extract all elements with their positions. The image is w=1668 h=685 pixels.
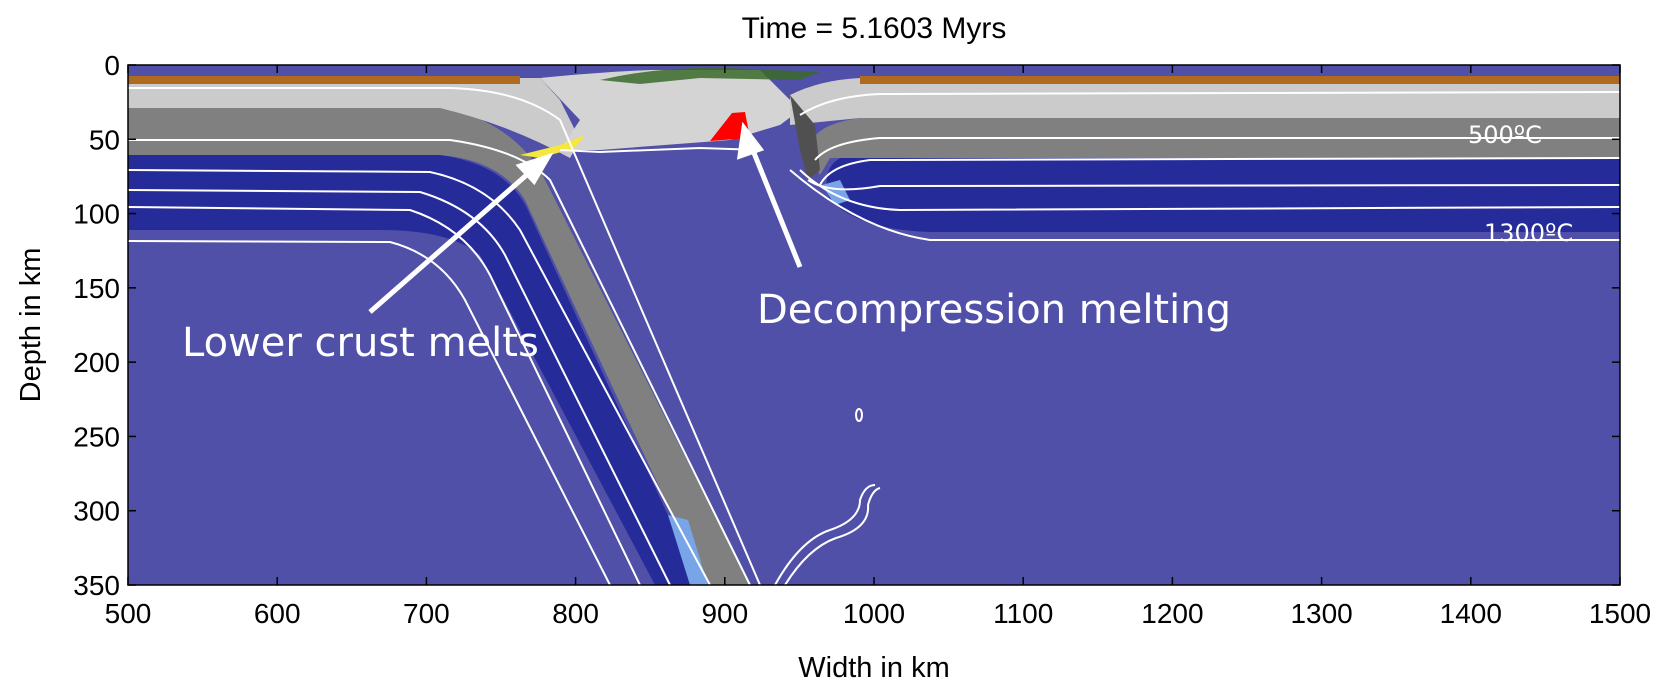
isotherm-right-4 <box>807 179 1620 191</box>
model-cross-section <box>128 65 1620 585</box>
arrow-lower-crust-shaft <box>368 170 532 314</box>
figure-title: Time = 5.1603 Myrs <box>742 12 1007 45</box>
x-tick-label: 900 <box>701 598 748 629</box>
y-axis-ticks: 0 50 100 150 200 250 300 350 <box>73 50 1620 601</box>
y-tick-label: 200 <box>73 347 120 378</box>
x-axis-label: Width in km <box>798 652 949 684</box>
isotherm-right-5 <box>799 169 1620 212</box>
x-tick-label: 500 <box>105 598 152 629</box>
x-tick-label: 1400 <box>1440 598 1502 629</box>
x-tick-label: 800 <box>552 598 599 629</box>
arrow-lower-crust-head <box>515 152 554 186</box>
x-tick-label: 1000 <box>843 598 905 629</box>
isotherm-left-3 <box>128 169 711 585</box>
label-decompression-melting: Decompression melting <box>757 287 1231 333</box>
x-tick-label: 1200 <box>1141 598 1203 629</box>
arrow-decompression-shaft <box>749 147 803 268</box>
label-isotherm-500: 500ºC <box>1468 121 1542 149</box>
small-contour-blob <box>855 408 863 422</box>
x-tick-label: 1100 <box>993 598 1053 629</box>
isotherm-right-6 <box>789 169 1620 241</box>
label-isotherm-1300: 1300ºC <box>1484 219 1573 247</box>
arrow-decompression-head <box>736 121 765 160</box>
isotherm-right-1 <box>799 91 1620 116</box>
y-tick-label: 150 <box>73 273 120 304</box>
y-tick-label: 50 <box>89 124 120 155</box>
annotation-arrows <box>368 121 803 314</box>
y-tick-label: 100 <box>73 199 120 230</box>
x-tick-label: 700 <box>403 598 450 629</box>
isotherm-left-4 <box>128 189 671 585</box>
y-tick-label: 0 <box>104 50 120 81</box>
left-upper-crust <box>128 78 580 158</box>
right-upper-crust <box>790 78 1620 125</box>
lower-crust-melt <box>520 135 585 158</box>
x-tick-label: 1500 <box>1589 598 1651 629</box>
arc-surface-sediment <box>600 67 820 84</box>
x-tick-label: 600 <box>254 598 301 629</box>
right-lithospheric-mantle <box>826 158 1620 232</box>
isotherm-left-2 <box>128 139 751 585</box>
right-lower-crust <box>810 118 1620 175</box>
decompression-melt <box>710 112 750 141</box>
isotherm-left-6 <box>128 240 611 585</box>
detached-plume-contour-2 <box>784 487 881 585</box>
y-tick-label: 250 <box>73 421 120 452</box>
detached-plume-contour-1 <box>774 484 876 585</box>
label-lower-crust-melts: Lower crust melts <box>182 320 539 366</box>
right-sediment <box>860 76 1620 84</box>
left-lithospheric-mantle <box>128 155 700 585</box>
isotherm-moho <box>559 146 761 154</box>
isotherm-contours <box>128 87 1620 585</box>
x-axis-ticks: 500 600 700 800 900 1000 1100 1200 1300 1400 1500 <box>105 65 1651 629</box>
y-tick-label: 300 <box>73 496 120 527</box>
isotherm-left-1 <box>128 87 761 585</box>
hydrated-mantle-patch-lower <box>668 515 708 585</box>
arc-wedge <box>790 95 820 180</box>
x-tick-label: 1300 <box>1290 598 1352 629</box>
isotherm-right-2 <box>814 137 1620 161</box>
y-tick-label: 350 <box>73 570 120 601</box>
y-axis-label: Depth in km <box>15 248 47 403</box>
isotherm-right-3 <box>819 157 1620 186</box>
left-sediment <box>128 76 520 84</box>
